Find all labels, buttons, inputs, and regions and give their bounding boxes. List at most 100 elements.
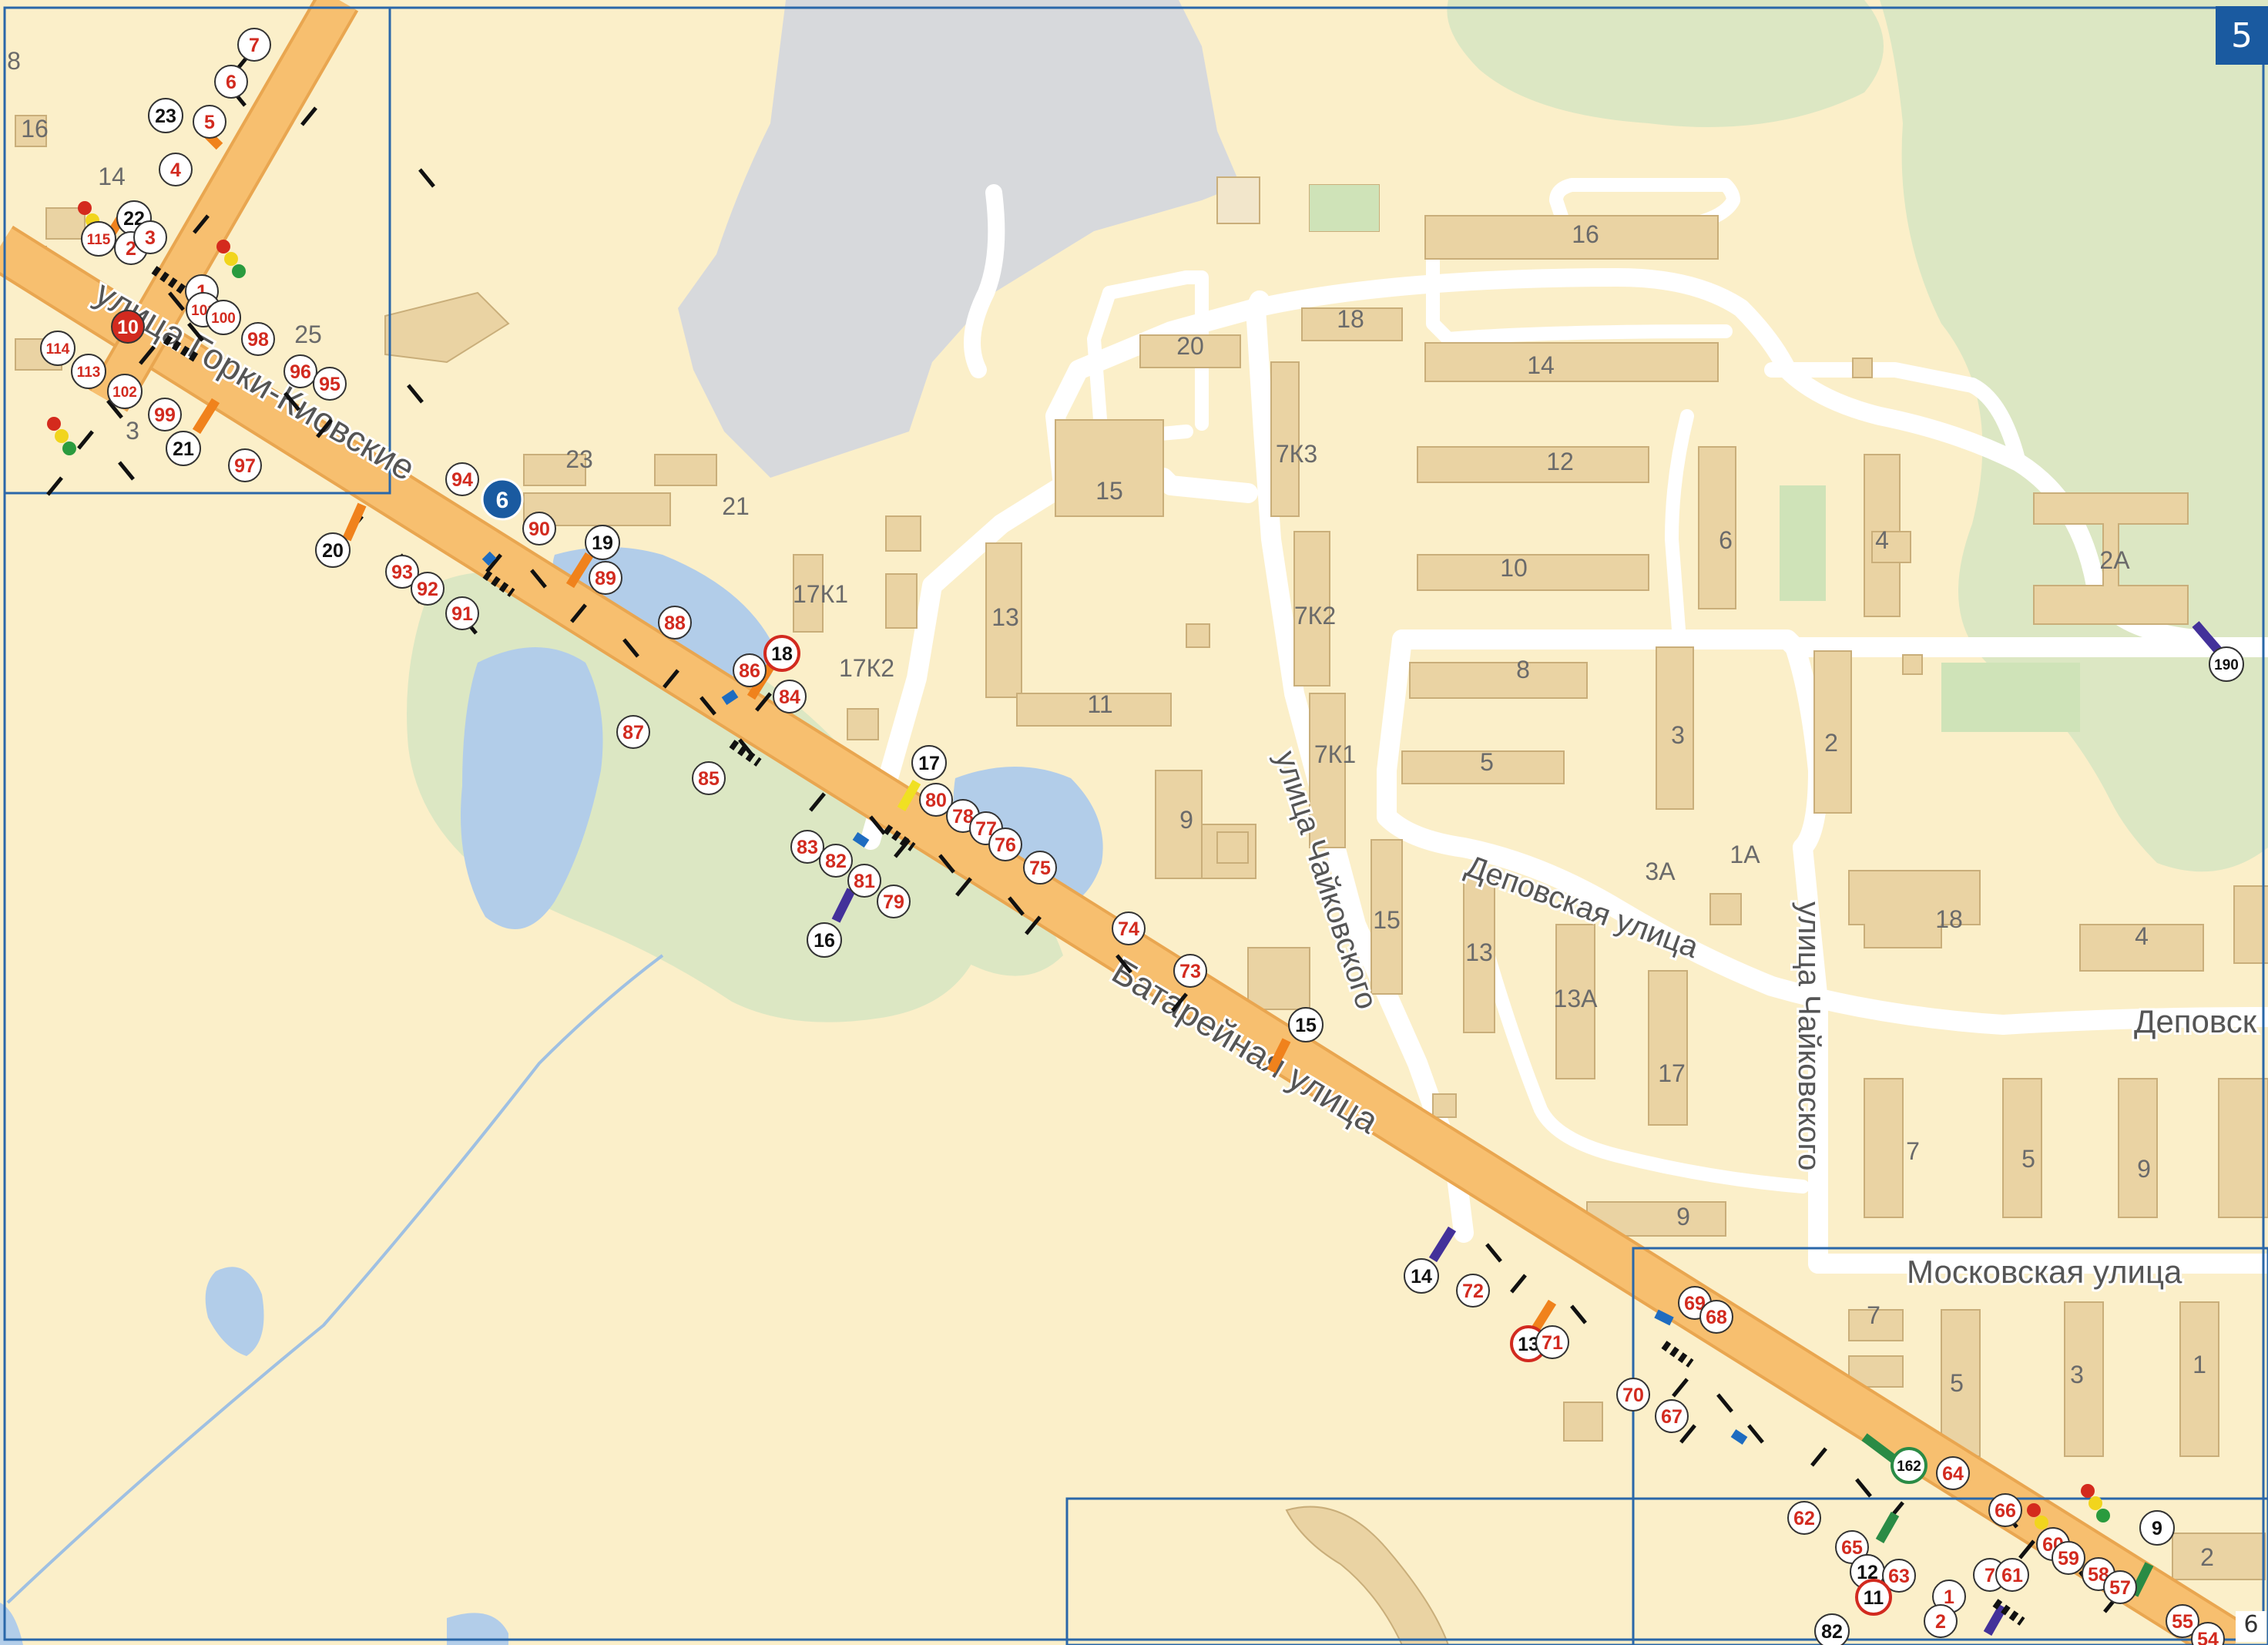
stop-marker: 95 xyxy=(313,367,347,401)
stop-bar xyxy=(1875,1512,1900,1543)
building-number: 11 xyxy=(1087,690,1112,718)
stop-marker: 113 xyxy=(71,354,106,389)
building-number: 7 xyxy=(1906,1137,1920,1165)
svg-text:61: 61 xyxy=(2001,1565,2023,1586)
stop-bar xyxy=(1428,1226,1457,1263)
stick xyxy=(1570,1304,1587,1324)
svg-text:85: 85 xyxy=(698,768,720,790)
stop-marker: 115 xyxy=(81,221,116,257)
stop-marker: 16 xyxy=(807,922,842,958)
stick xyxy=(1679,1424,1696,1444)
stick xyxy=(1008,896,1025,916)
svg-text:84: 84 xyxy=(779,687,800,708)
svg-text:81: 81 xyxy=(854,871,875,892)
stop-marker: 83 xyxy=(790,830,824,864)
stick xyxy=(663,669,679,689)
stop-marker: 18 xyxy=(763,635,800,672)
stream xyxy=(6,954,664,1604)
svg-text:57: 57 xyxy=(2109,1577,2131,1599)
svg-text:10: 10 xyxy=(117,317,139,338)
building-number: 23 xyxy=(565,445,593,473)
svg-text:74: 74 xyxy=(1118,918,1139,940)
building-number: 4 xyxy=(2135,922,2149,950)
stop-bar xyxy=(831,888,856,923)
stick xyxy=(622,638,639,658)
building-number: 16 xyxy=(21,115,49,143)
building-number: 7К2 xyxy=(1294,602,1336,629)
building-number: 5 xyxy=(1480,748,1494,776)
stop-bar xyxy=(342,502,367,542)
stop-marker: 7 xyxy=(237,28,271,62)
stop-marker: 89 xyxy=(589,561,622,595)
stop-bar xyxy=(1861,1433,1898,1464)
svg-text:95: 95 xyxy=(319,374,341,395)
buildings xyxy=(7,115,2268,1645)
building-number: 1А xyxy=(1730,841,1760,868)
stick xyxy=(1672,1378,1689,1398)
stick xyxy=(418,168,435,188)
building-number: 10 xyxy=(1500,554,1528,582)
stop-bar xyxy=(852,832,870,848)
svg-text:20: 20 xyxy=(322,540,344,562)
stop-marker: 99 xyxy=(148,398,182,431)
building-number: 8 xyxy=(7,47,21,75)
svg-text:90: 90 xyxy=(528,519,550,540)
svg-text:55: 55 xyxy=(2172,1611,2193,1633)
stop-marker: 20 xyxy=(315,532,351,568)
svg-text:94: 94 xyxy=(451,469,473,491)
stop-marker: 11 xyxy=(1855,1579,1892,1616)
svg-text:11: 11 xyxy=(1864,1587,1884,1609)
stick xyxy=(1810,1447,1827,1467)
stop-marker: 76 xyxy=(988,828,1022,861)
svg-text:54: 54 xyxy=(2197,1629,2219,1645)
building-number: 13А xyxy=(1554,985,1599,1012)
svg-text:76: 76 xyxy=(995,834,1016,856)
building-number: 3 xyxy=(126,417,139,445)
svg-text:71: 71 xyxy=(1542,1332,1563,1354)
svg-text:72: 72 xyxy=(1462,1281,1484,1302)
svg-text:79: 79 xyxy=(883,891,904,913)
stop-bar xyxy=(565,552,594,589)
building-number: 21 xyxy=(722,492,750,520)
svg-text:87: 87 xyxy=(622,722,644,744)
building-number: 7К3 xyxy=(1276,440,1317,468)
svg-text:102: 102 xyxy=(112,384,137,401)
traffic-light xyxy=(47,417,76,455)
stop-marker: 9 xyxy=(2139,1510,2175,1546)
stop-marker: 54 xyxy=(2191,1622,2225,1645)
stop-marker: 71 xyxy=(1535,1325,1569,1359)
stop-marker: 59 xyxy=(2052,1541,2085,1575)
svg-text:3: 3 xyxy=(145,227,156,249)
stop-marker: 67 xyxy=(1655,1399,1689,1433)
stop-marker: 88 xyxy=(658,606,692,640)
stop-bar xyxy=(1730,1429,1748,1445)
building-number: 12 xyxy=(1546,448,1574,475)
svg-text:113: 113 xyxy=(77,364,101,381)
svg-text:59: 59 xyxy=(2058,1548,2079,1569)
crosswalk xyxy=(163,334,200,363)
svg-text:9: 9 xyxy=(2152,1518,2162,1539)
stop-bar xyxy=(897,780,921,811)
svg-text:97: 97 xyxy=(234,455,256,477)
stop-marker: 75 xyxy=(1023,851,1057,885)
building-number: 7К1 xyxy=(1314,740,1356,768)
stick xyxy=(2018,1539,2035,1559)
stick xyxy=(1025,915,1042,935)
svg-text:115: 115 xyxy=(87,232,111,248)
svg-text:73: 73 xyxy=(1179,961,1201,982)
svg-text:19: 19 xyxy=(592,532,613,554)
building-number: 3 xyxy=(2070,1361,2084,1388)
stick xyxy=(77,430,94,450)
stop-marker: 19 xyxy=(585,525,620,560)
stop-marker: 90 xyxy=(522,512,556,546)
svg-text:190: 190 xyxy=(2214,657,2239,673)
inset-frames xyxy=(3,6,2268,1645)
building-number: 9 xyxy=(2137,1155,2151,1183)
stop-bar xyxy=(1267,1038,1291,1073)
stop-marker: 97 xyxy=(228,448,262,482)
building-number: 18 xyxy=(1935,905,1963,933)
stop-marker: 3 xyxy=(133,220,167,254)
stick xyxy=(570,603,587,623)
stop-marker: 73 xyxy=(1173,954,1207,988)
